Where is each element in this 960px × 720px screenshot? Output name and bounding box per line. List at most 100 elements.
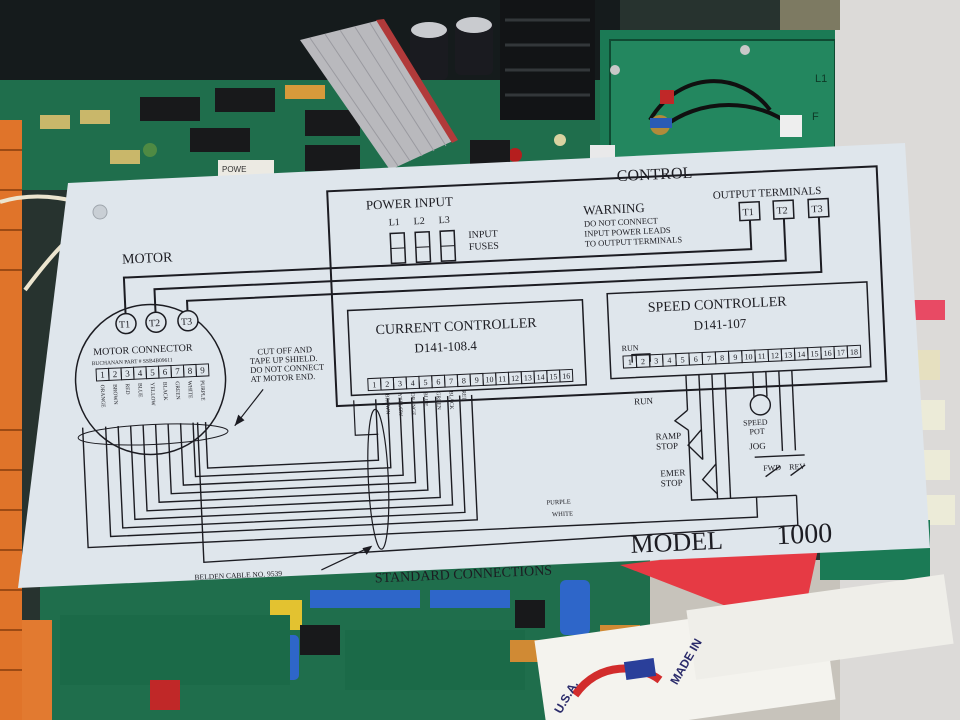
motor-terminal-t2: T2 [149, 318, 161, 329]
cable-wire [104, 394, 478, 538]
motor-pin-3: 3 [125, 368, 130, 378]
speed-pin-7: 7 [707, 354, 711, 363]
motor-pin-9: 9 [200, 365, 205, 375]
speed-pot-1: SPEED [743, 418, 768, 428]
heatsink [500, 0, 595, 120]
fuse-label-l1: L1 [388, 217, 400, 228]
motor-wire-black: BLACK [161, 382, 168, 401]
speed-pin-13: 13 [784, 350, 792, 359]
switch-rev: REV [789, 462, 806, 472]
current-pin-10: 10 [485, 375, 493, 384]
cable-wire [117, 395, 466, 529]
current-pin-13: 13 [524, 373, 532, 382]
buchanan-part: BUCHANAN PART # SSB4B09611 [92, 357, 173, 367]
current-pin-16: 16 [562, 371, 570, 380]
motor-pin-5: 5 [150, 367, 155, 377]
shield-note-1: CUT OFF AND [257, 344, 312, 356]
speed-pin-4: 4 [667, 356, 671, 365]
motor-wire-brown: BROWN [111, 384, 118, 405]
motor-pin-6: 6 [162, 367, 167, 377]
capacitors [410, 17, 493, 80]
shield-note-2: TAPE UP SHIELD. [250, 353, 318, 366]
ribbon-cable [300, 20, 455, 170]
current-pin-14: 14 [536, 373, 544, 382]
input-fuses-line1: INPUT [468, 229, 498, 241]
motor-title: MOTOR [122, 250, 174, 267]
cable-wire [129, 396, 454, 521]
output-terminal-t2: T2 [776, 205, 788, 216]
current-pin-2: 2 [385, 380, 389, 389]
motor-power-lines [122, 216, 823, 316]
switch-ramp-stop: STOP [656, 441, 678, 452]
speed-pin-17: 17 [837, 348, 845, 357]
current-pin-4: 4 [411, 379, 415, 388]
speed-pin-10: 10 [744, 352, 752, 361]
cable-wire-purple [81, 427, 759, 549]
cable-wire [204, 399, 380, 469]
speed-pin-16: 16 [823, 349, 831, 358]
wire-white-label: WHITE [552, 510, 573, 518]
card-hole [92, 204, 108, 220]
speed-pin-12: 12 [771, 351, 779, 360]
current-pin-3: 3 [398, 379, 402, 388]
motor-terminal-t3: T3 [181, 317, 193, 328]
current-wire-green: GREEN [435, 391, 442, 410]
pcb-right-inner [609, 39, 836, 161]
shield-note: CUT OFF AND TAPE UP SHIELD. DO NOT CONNE… [234, 344, 325, 427]
current-pin-5: 5 [423, 378, 427, 387]
terminal-block-bottom [22, 620, 52, 720]
motor-circle [74, 303, 227, 456]
fuse-label-l3: L3 [438, 215, 450, 226]
cable-wire [142, 396, 441, 512]
fuses: L1 L2 L3 [388, 215, 457, 265]
motor-wire-orange: ORANGE [99, 385, 106, 409]
board-label-l1: L1 [815, 73, 827, 85]
warning-line-1: DO NOT CONNECT [584, 215, 659, 228]
current-wire-blue: BLUE [422, 392, 429, 407]
current-pin-7: 7 [449, 377, 453, 386]
input-fuses-line2: FUSES [469, 241, 499, 253]
motor-wire-red: RED [124, 383, 130, 394]
speed-pin-2: 2 [641, 357, 645, 366]
pcb-upper-components [40, 85, 615, 171]
speed-controller-box [606, 281, 872, 380]
output-terminal-t3: T3 [811, 204, 823, 215]
cable-shield-ellipse [77, 423, 229, 446]
fuse-label-l2: L2 [413, 216, 425, 227]
current-pin-9: 9 [475, 376, 479, 385]
speed-pin-11: 11 [758, 352, 766, 361]
current-controller-title: CURRENT CONTROLLER [375, 316, 537, 338]
motor-wire-purple: PURPLE [199, 380, 206, 401]
motor-pin-7: 7 [175, 366, 180, 376]
current-pin-11: 11 [498, 374, 506, 383]
wiring-card: POWER INPUT CONTROL L1 L2 L3 INPUT FUSES… [18, 143, 930, 588]
current-pin-1: 1 [372, 380, 376, 389]
switch-fwd: FWD [763, 463, 781, 473]
motor-pin-4: 4 [138, 368, 143, 378]
terminal-strip-segments [0, 149, 22, 671]
current-pin-8: 8 [462, 376, 466, 385]
current-pin-12: 12 [511, 374, 519, 383]
cable-wire-white [196, 422, 799, 564]
speed-pin-5: 5 [680, 355, 684, 364]
belden-arrow-head [362, 545, 373, 555]
cable-lines [81, 394, 799, 564]
current-controller-model: D141-108.4 [414, 338, 478, 356]
speed-pot-2: POT [749, 427, 765, 437]
speed-pin-15: 15 [810, 349, 818, 358]
motor-pin-box [195, 363, 210, 377]
control-title: CONTROL [616, 165, 692, 185]
white-label [686, 574, 954, 680]
switch-run: RUN [634, 396, 654, 407]
speed-pin-1: 1 [628, 358, 632, 367]
ribbon-cable-red-edge [376, 19, 458, 143]
motor-terminal-t1: T1 [119, 319, 131, 330]
switch-network [631, 353, 806, 501]
motor-wire-yellow: YELLOW [149, 382, 156, 406]
output-terminal-t1: T1 [742, 207, 754, 218]
control-box [326, 165, 888, 408]
warning-line-2: INPUT POWER LEADS [584, 225, 671, 239]
speed-pin-6: 6 [694, 355, 698, 364]
